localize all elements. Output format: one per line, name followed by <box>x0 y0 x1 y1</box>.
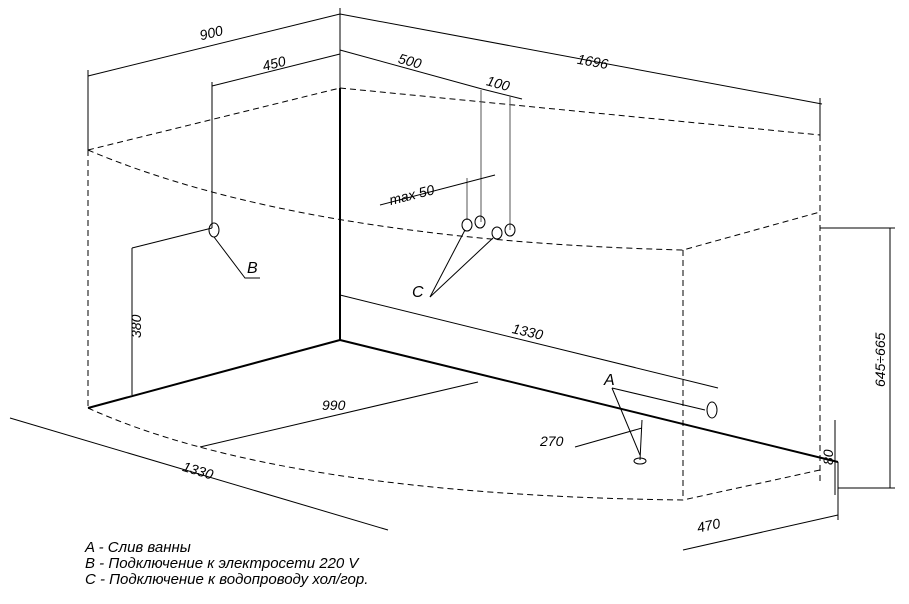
water-connection-c1 <box>461 218 473 232</box>
dim-1330-mid: 1330 <box>511 320 545 343</box>
legend-item-c: C - Подключение к водопроводу хол/гор. <box>85 571 369 588</box>
dim-470: 470 <box>695 515 721 536</box>
legend: A - Слив ванны B - Подключение к электро… <box>85 540 368 588</box>
water-connection-c2-back <box>504 223 516 237</box>
water-connection-c2 <box>491 226 503 240</box>
drain-overflow-a <box>706 401 718 419</box>
dim-1330-bottom: 1330 <box>181 458 216 482</box>
dim-80: 80 <box>820 449 836 465</box>
dim-max-50: max 50 <box>387 181 436 208</box>
dim-380: 380 <box>128 314 144 338</box>
legend-item-a: A - Слив ванны <box>85 539 191 556</box>
connection-points <box>208 215 718 465</box>
drain-a <box>633 457 647 465</box>
marker-c: C <box>412 284 424 301</box>
dimension-lines <box>9 8 895 551</box>
bathtub-outline <box>87 87 839 501</box>
legend-item-b: B - Подключение к электросети 220 V <box>85 555 359 572</box>
marker-b: B <box>247 260 258 277</box>
dim-645-665: 645÷665 <box>872 332 888 387</box>
dim-500: 500 <box>397 50 424 72</box>
dim-450: 450 <box>261 53 288 74</box>
dim-990: 990 <box>322 397 346 413</box>
marker-a: A <box>603 372 615 389</box>
dim-270: 270 <box>539 433 564 449</box>
electric-connection-b <box>208 222 220 238</box>
dim-900: 900 <box>198 22 225 43</box>
dim-1696: 1696 <box>576 51 610 72</box>
dim-100: 100 <box>485 72 512 94</box>
water-connection-c1-back <box>474 215 486 229</box>
